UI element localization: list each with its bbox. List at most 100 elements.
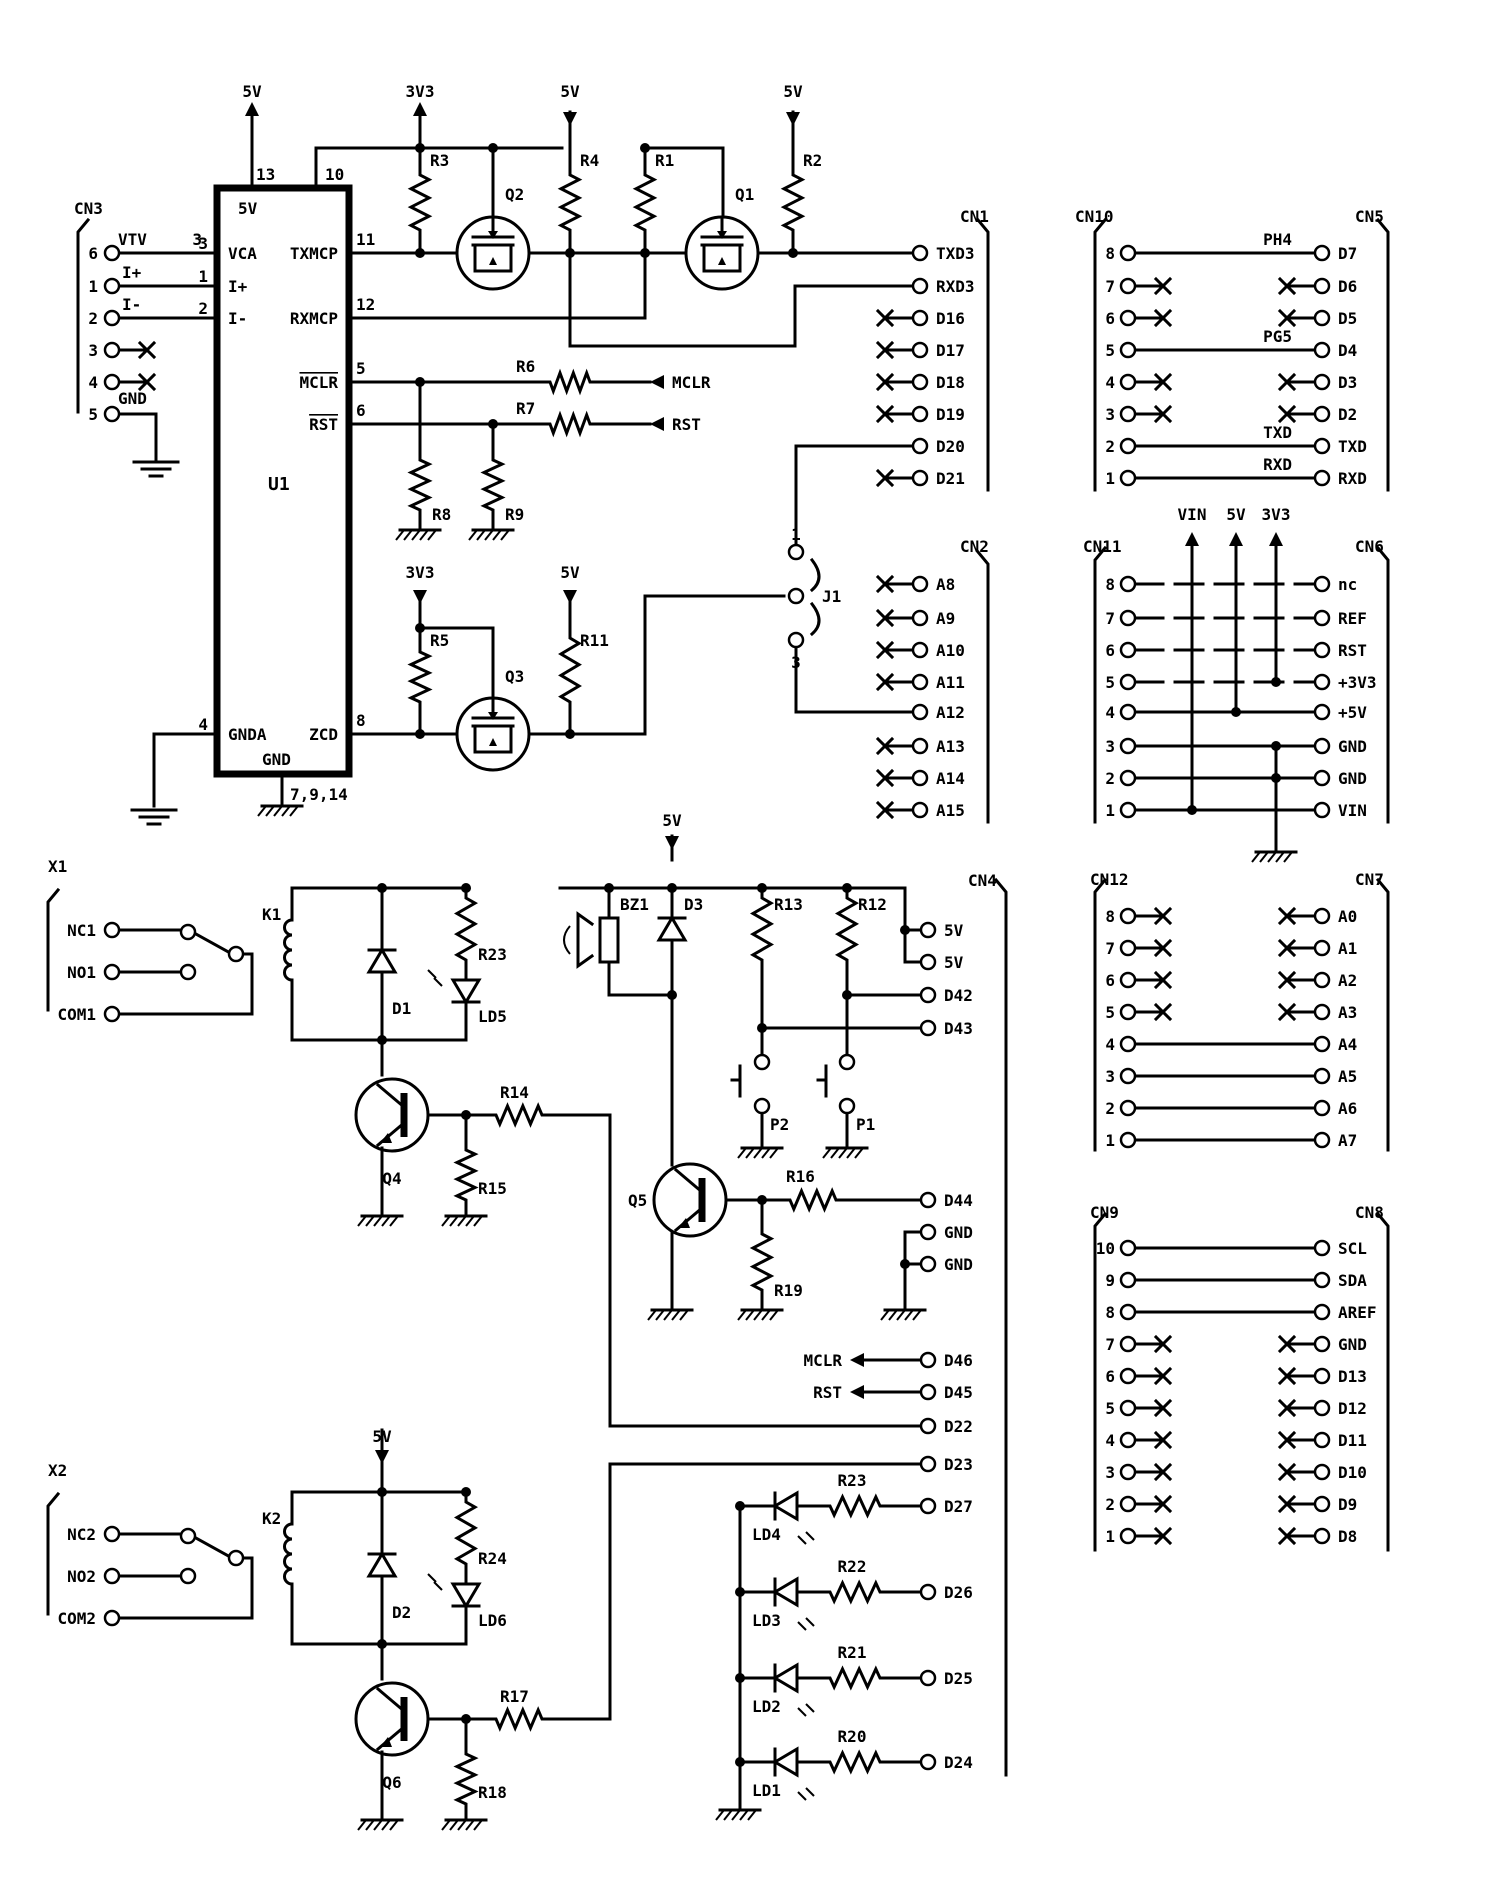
connector-pin (1119, 1367, 1137, 1385)
ground-hatch (838, 1147, 848, 1159)
junction-dot (788, 248, 798, 258)
led-symbol (772, 1490, 799, 1522)
cn8-pin: GND (1338, 1335, 1367, 1354)
nc-mark (1153, 906, 1173, 926)
j1-jumper (809, 557, 821, 593)
relay1-resistor (453, 888, 479, 970)
j1-pin1: 1 (791, 525, 801, 544)
ground-hatch (753, 1147, 763, 1159)
u1-pin-number: 1 (198, 267, 208, 286)
connector-pin (1119, 1399, 1137, 1417)
nc-mark (1153, 1430, 1173, 1450)
ground-hatch (365, 1215, 375, 1227)
cn3-vtv: VTV (118, 230, 147, 249)
connector-pin (1313, 971, 1331, 989)
connector-pin (1313, 769, 1331, 787)
connector-pin (911, 673, 929, 691)
cn9-ref: CN9 (1090, 1203, 1119, 1222)
ground-hatch (395, 529, 405, 541)
relay1-re (453, 1140, 479, 1210)
diode-symbol (366, 1551, 398, 1578)
cn5-rxd: RXD (1263, 455, 1292, 474)
u1-pin-name: MCLR (299, 373, 338, 392)
junction-dot (842, 990, 852, 1000)
connector-pin (1313, 469, 1331, 487)
cn12-pin: 4 (1105, 1035, 1115, 1054)
u1-ref: U1 (268, 474, 290, 495)
supply-arrow-icon (563, 590, 577, 604)
connector-pin (1119, 907, 1137, 925)
relay1-rb (486, 1102, 552, 1128)
connector-bracket (1093, 877, 1108, 1152)
connector-bracket (1093, 1211, 1108, 1552)
buzzer-horn (576, 911, 595, 969)
nc-mark (875, 468, 895, 488)
ground-hatch (896, 1309, 906, 1321)
transistor-collector (375, 1082, 407, 1110)
ground-hatch (257, 805, 267, 817)
cn7-pin: A6 (1338, 1099, 1357, 1118)
relay1-coil-label: K1 (262, 905, 281, 924)
cn8-pin: SDA (1338, 1271, 1367, 1290)
signal-rst: RST (672, 415, 701, 434)
nc-mark (875, 372, 895, 392)
diode-symbol (450, 978, 482, 1005)
r1-label: R1 (655, 151, 674, 170)
cn9-pin: 7 (1105, 1335, 1115, 1354)
connector-pin (1119, 309, 1137, 327)
buzzer-symbol (598, 916, 620, 964)
r19-label: R19 (774, 1281, 803, 1300)
supply-5v: 5V (662, 811, 682, 830)
cn4-pin: D44 (944, 1191, 973, 1210)
d3-label: D3 (684, 895, 703, 914)
connector-pin (1119, 971, 1137, 989)
r3-resistor (407, 165, 433, 240)
connector-pin (753, 1053, 771, 1071)
cn4-pin: D26 (944, 1583, 973, 1602)
connector-pin (919, 1191, 937, 1209)
mosfet-part (488, 712, 498, 720)
connector-pin (103, 1609, 121, 1627)
r19-resistor (749, 1224, 775, 1300)
ground-hatch (747, 1809, 757, 1821)
nc-mark (875, 404, 895, 424)
q2-mosfet (455, 215, 531, 291)
cn10-pin: 1 (1105, 469, 1115, 488)
cn5-pin: D2 (1338, 405, 1357, 424)
connector-pin (1119, 609, 1137, 627)
r9-label: R9 (505, 505, 524, 524)
connector-pin (1313, 373, 1331, 391)
nc-mark (1277, 938, 1297, 958)
ground-hatch (465, 1215, 475, 1227)
cn9-pin: 1 (1105, 1527, 1115, 1546)
led-res-label: R23 (838, 1471, 867, 1490)
led-light-icon (427, 969, 437, 979)
cn11-pin: 4 (1105, 703, 1115, 722)
junction-dot (640, 143, 650, 153)
supply-5v: 5V (372, 1427, 392, 1446)
cn6-ref: CN6 (1355, 537, 1384, 556)
nc-mark (1153, 1334, 1173, 1354)
relay1-re-label: R15 (478, 1179, 507, 1198)
junction-dot (377, 1035, 387, 1045)
relay2-pin: COM2 (57, 1609, 96, 1628)
ground-hatch (465, 1819, 475, 1831)
ground-hatch (373, 1819, 383, 1831)
signal-arrow-icon (650, 417, 664, 431)
signal-arrow-icon (650, 375, 664, 389)
signal-arrow-icon (850, 1385, 864, 1399)
ground-hatch (373, 1215, 383, 1227)
r4-resistor (557, 165, 583, 240)
nc-mark (875, 768, 895, 788)
junction-dot (757, 1023, 767, 1033)
ground-hatch (854, 1147, 864, 1159)
ground-hatch (381, 1215, 391, 1227)
junction-dot (735, 1673, 745, 1683)
connector-pin (1119, 1067, 1137, 1085)
supply-arrow-icon (1269, 532, 1283, 546)
ground-hatch (822, 1147, 832, 1159)
cn5-txd: TXD (1263, 423, 1292, 442)
relay2-pin: NC2 (67, 1525, 96, 1544)
ground-hatch (1251, 851, 1261, 863)
connector-pin (103, 405, 121, 423)
